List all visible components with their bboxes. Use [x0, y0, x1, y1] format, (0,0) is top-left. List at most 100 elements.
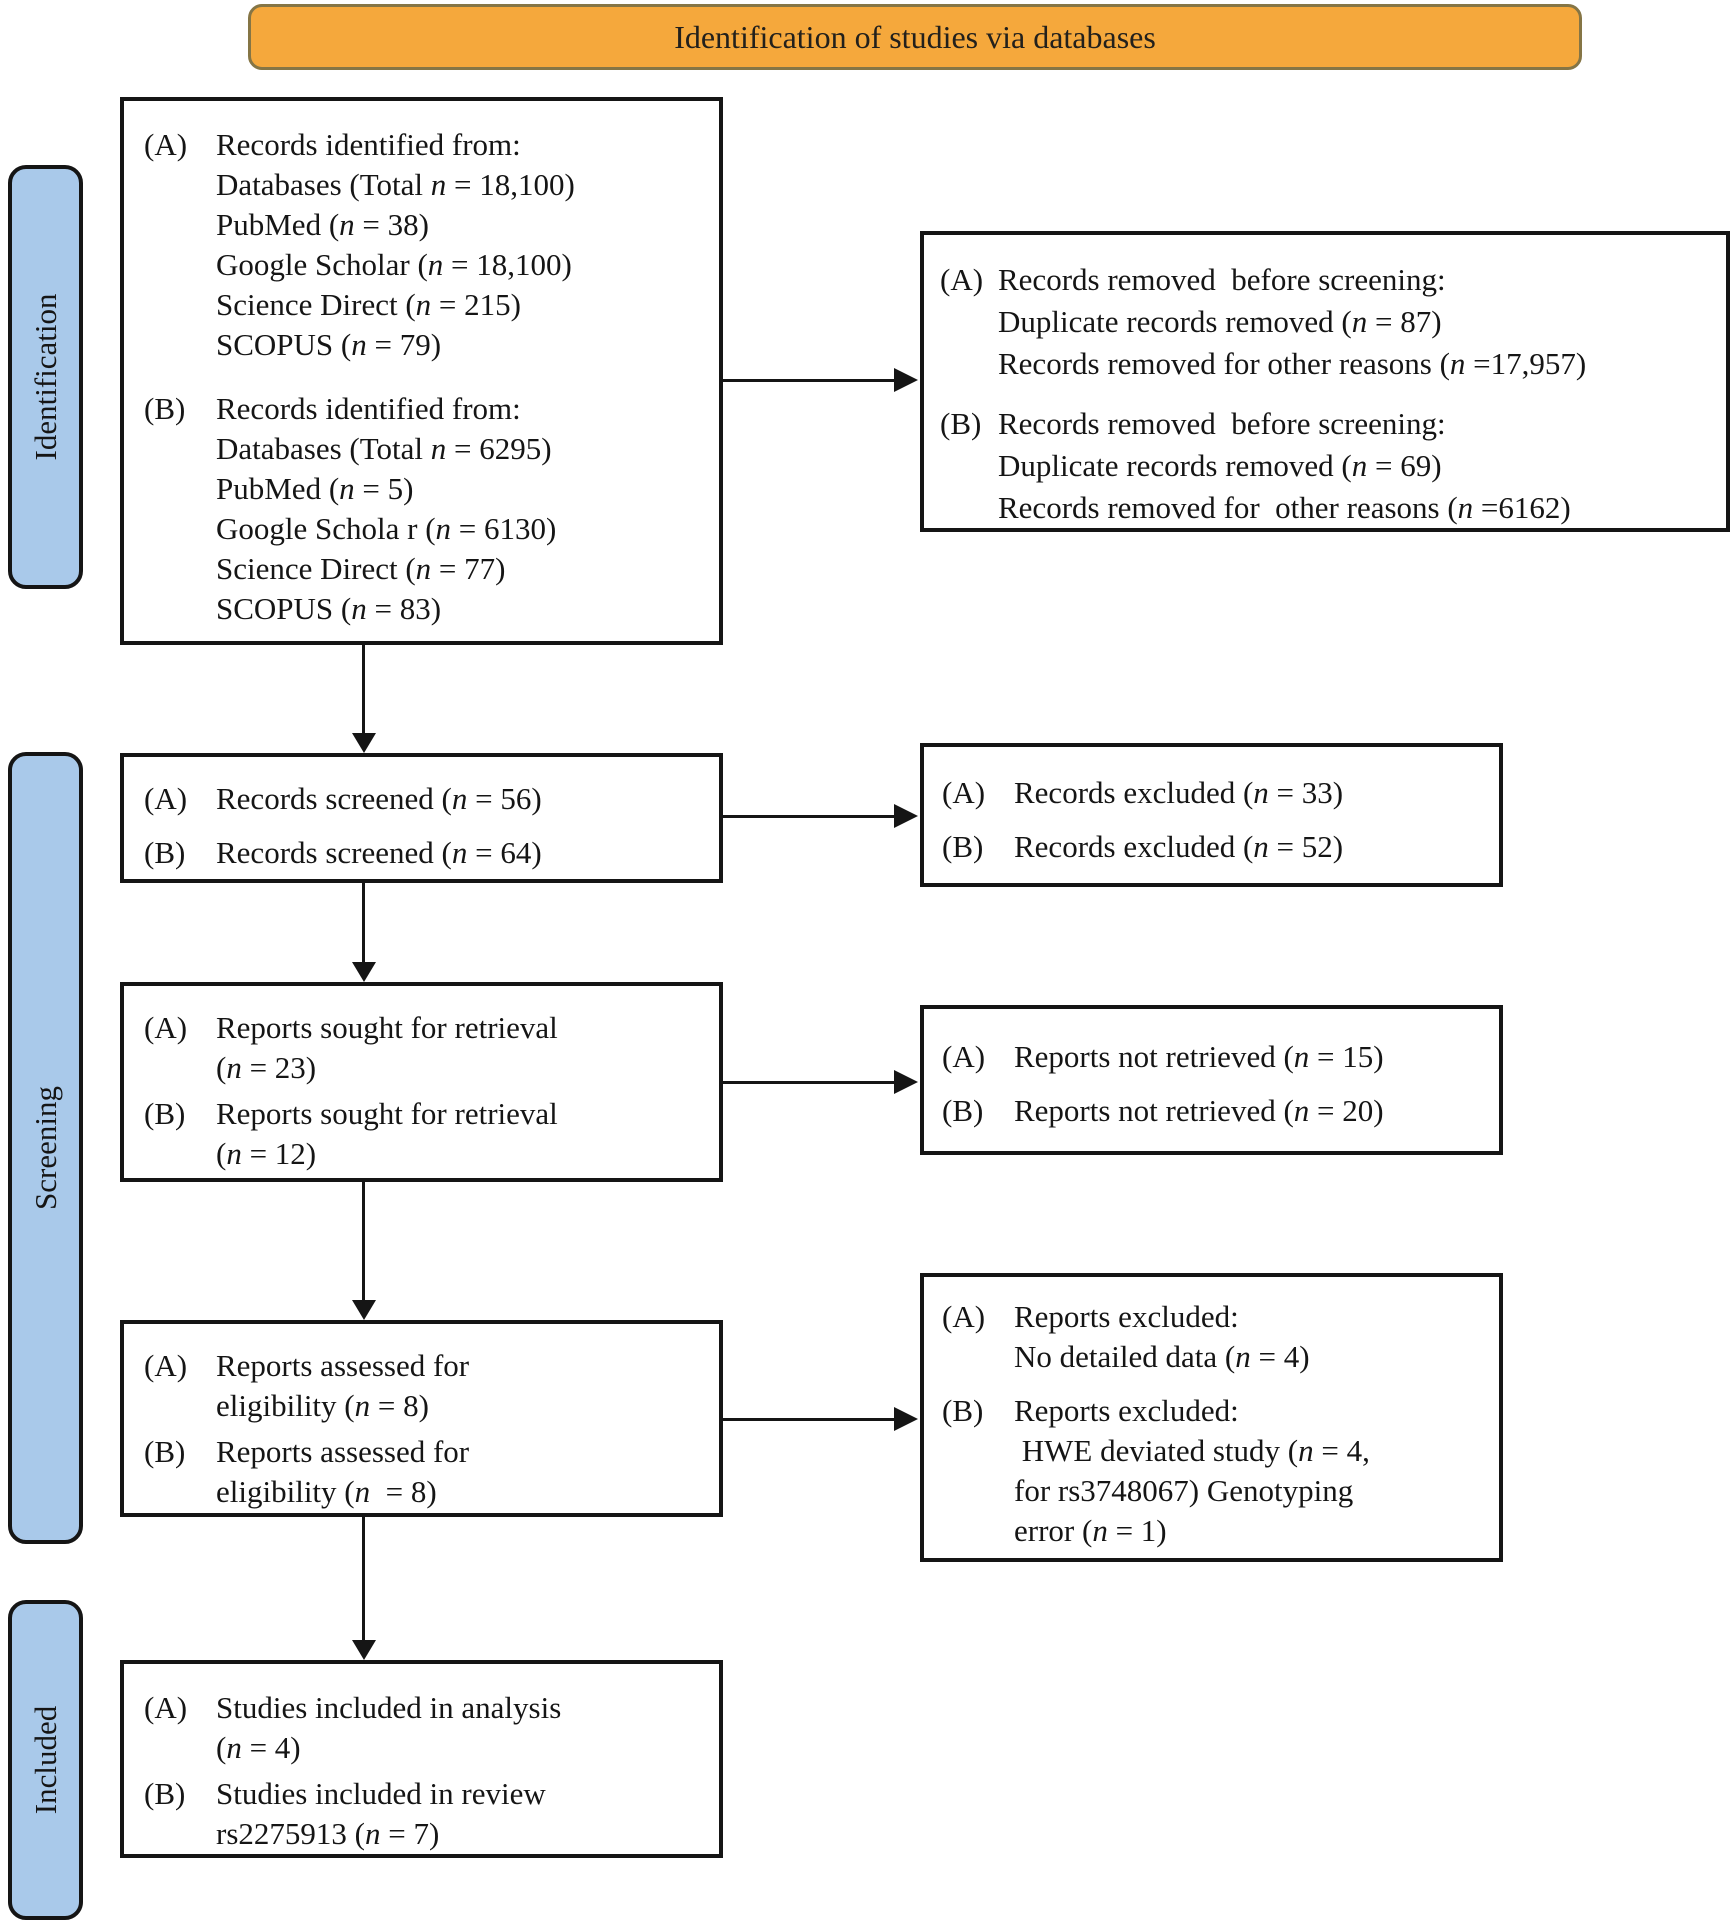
text-line: PubMed (n = 5): [216, 471, 414, 506]
connector-right-4: [723, 1418, 896, 1421]
records-screened-group-b: (B) Records screened (n = 64): [144, 833, 707, 873]
studies-included-group-b: (B) Studies included in review rs2275913…: [144, 1774, 707, 1854]
connector-right-2: [723, 815, 896, 818]
text-line: Records excluded (n = 33): [1014, 775, 1344, 810]
records-removed-group-a: (A) Records removed before screening: Du…: [940, 259, 1718, 385]
group-label: (B): [144, 835, 186, 870]
box-records-excluded: (A) Records excluded (n = 33) (B) Record…: [920, 743, 1503, 887]
connector-right-1: [723, 379, 896, 382]
text-line: Reports not retrieved (n = 15): [1014, 1039, 1384, 1074]
text-line: Records removed before screening:: [998, 406, 1446, 441]
text-line: (n = 4): [216, 1730, 301, 1765]
group-label: (B): [942, 1393, 984, 1428]
box-reports-assessed: (A) Reports assessed for eligibility (n …: [120, 1320, 723, 1517]
text-line: HWE deviated study (n = 4,: [1014, 1433, 1370, 1468]
text-line: eligibility (n = 8): [216, 1474, 437, 1509]
reports-not-retrieved-group-b: (B) Reports not retrieved (n = 20): [942, 1091, 1491, 1131]
studies-included-group-a: (A) Studies included in analysis (n = 4): [144, 1688, 707, 1768]
text-line: eligibility (n = 8): [216, 1388, 429, 1423]
text-line: Records screened (n = 56): [216, 781, 542, 816]
group-label: (A): [144, 127, 188, 162]
text-line: Reports sought for retrieval: [216, 1010, 558, 1045]
text-line: Reports excluded:: [1014, 1393, 1239, 1428]
sidebar-stage-screening: Screening: [8, 752, 83, 1544]
group-label: (A): [942, 1299, 986, 1334]
text-line: PubMed (n = 38): [216, 207, 429, 242]
reports-excluded-group-b: (B) Reports excluded: HWE deviated study…: [942, 1391, 1491, 1551]
text-line: Records removed for other reasons (n =61…: [998, 490, 1571, 525]
reports-sought-group-a: (A) Reports sought for retrieval (n = 23…: [144, 1008, 707, 1088]
text-line: Science Direct (n = 77): [216, 551, 506, 586]
box-records-removed: (A) Records removed before screening: Du…: [920, 231, 1730, 532]
arrow-right-icon-3: [894, 1070, 918, 1094]
box-reports-excluded: (A) Reports excluded: No detailed data (…: [920, 1273, 1503, 1562]
text-line: Records screened (n = 64): [216, 835, 542, 870]
text-line: Records identified from:: [216, 127, 521, 162]
group-label: (B): [144, 1096, 186, 1131]
group-label: (A): [942, 775, 986, 810]
group-label: (A): [144, 1348, 188, 1383]
arrow-right-icon-1: [894, 368, 918, 392]
banner-title: Identification of studies via databases: [674, 18, 1156, 55]
group-label: (A): [144, 1010, 188, 1045]
box-reports-sought: (A) Reports sought for retrieval (n = 23…: [120, 982, 723, 1182]
text-line: Studies included in analysis: [216, 1690, 562, 1725]
text-line: Reports not retrieved (n = 20): [1014, 1093, 1384, 1128]
group-label: (A): [940, 262, 984, 297]
records-identified-group-a: (A) Records identified from: Databases (…: [144, 125, 707, 365]
connector-down-1: [362, 645, 365, 735]
group-label: (A): [942, 1039, 986, 1074]
text-line: Reports excluded:: [1014, 1299, 1239, 1334]
sidebar-stage-included-label: Included: [27, 1705, 63, 1815]
text-line: for rs3748067) Genotyping: [1014, 1473, 1354, 1508]
reports-assessed-group-b: (B) Reports assessed for eligibility (n …: [144, 1432, 707, 1512]
records-excluded-group-a: (A) Records excluded (n = 33): [942, 773, 1491, 813]
sidebar-stage-included: Included: [8, 1600, 83, 1920]
text-line: Science Direct (n = 215): [216, 287, 521, 322]
text-line: No detailed data (n = 4): [1014, 1339, 1310, 1374]
text-line: Studies included in review: [216, 1776, 546, 1811]
box-reports-not-retrieved: (A) Reports not retrieved (n = 15) (B) R…: [920, 1005, 1503, 1155]
group-label: (B): [144, 1776, 186, 1811]
reports-sought-group-b: (B) Reports sought for retrieval (n = 12…: [144, 1094, 707, 1174]
group-label: (B): [942, 829, 984, 864]
arrow-down-icon-4: [352, 1640, 376, 1660]
text-line: rs2275913 (n = 7): [216, 1816, 440, 1851]
sidebar-stage-identification-label: Identification: [27, 293, 63, 461]
text-line: Records removed for other reasons (n =17…: [998, 346, 1587, 381]
connector-down-2: [362, 883, 365, 963]
records-excluded-group-b: (B) Records excluded (n = 52): [942, 827, 1491, 867]
text-line: (n = 12): [216, 1136, 317, 1171]
arrow-down-icon-1: [352, 733, 376, 753]
text-line: (n = 23): [216, 1050, 317, 1085]
connector-down-4: [362, 1517, 365, 1642]
text-line: Records identified from:: [216, 391, 521, 426]
arrow-down-icon-2: [352, 962, 376, 982]
text-line: Reports assessed for: [216, 1434, 470, 1469]
text-line: Records removed before screening:: [998, 262, 1446, 297]
text-line: error (n = 1): [1014, 1513, 1167, 1548]
box-studies-included: (A) Studies included in analysis (n = 4)…: [120, 1660, 723, 1858]
records-removed-group-b: (B) Records removed before screening: Du…: [940, 403, 1718, 529]
text-line: SCOPUS (n = 83): [216, 591, 442, 626]
arrow-right-icon-2: [894, 804, 918, 828]
box-records-screened: (A) Records screened (n = 56) (B) Record…: [120, 753, 723, 883]
sidebar-stage-identification: Identification: [8, 165, 83, 589]
group-label: (B): [144, 391, 186, 426]
text-line: Records excluded (n = 52): [1014, 829, 1344, 864]
sidebar-stage-screening-label: Screening: [27, 1086, 63, 1210]
records-identified-group-b: (B) Records identified from: Databases (…: [144, 389, 707, 629]
reports-assessed-group-a: (A) Reports assessed for eligibility (n …: [144, 1346, 707, 1426]
arrow-right-icon-4: [894, 1407, 918, 1431]
text-line: Duplicate records removed (n = 87): [998, 304, 1442, 339]
box-records-identified: (A) Records identified from: Databases (…: [120, 97, 723, 645]
text-line: Databases (Total n = 6295): [216, 431, 552, 466]
records-screened-group-a: (A) Records screened (n = 56): [144, 779, 707, 819]
group-label: (B): [940, 406, 982, 441]
reports-not-retrieved-group-a: (A) Reports not retrieved (n = 15): [942, 1037, 1491, 1077]
group-label: (A): [144, 1690, 188, 1725]
connector-right-3: [723, 1081, 896, 1084]
group-label: (B): [144, 1434, 186, 1469]
text-line: Reports sought for retrieval: [216, 1096, 558, 1131]
